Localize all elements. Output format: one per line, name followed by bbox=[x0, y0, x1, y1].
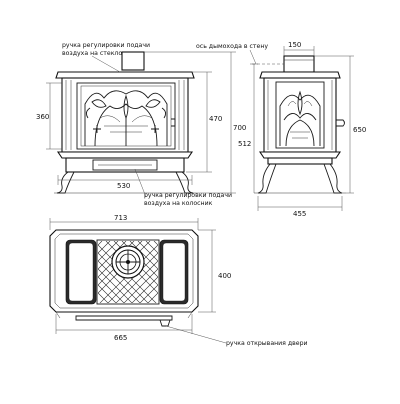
dim-400: 400 bbox=[218, 272, 231, 280]
front-flue-collar bbox=[121, 51, 145, 71]
top-flue-ring bbox=[111, 245, 145, 279]
dim-713: 713 bbox=[114, 214, 127, 222]
dim-650: 650 bbox=[353, 126, 366, 134]
dim-530: 530 bbox=[117, 182, 130, 190]
front-door-latch bbox=[171, 118, 176, 127]
dim-470: 470 bbox=[209, 115, 222, 123]
side-ornament bbox=[279, 90, 321, 147]
top-door-handle bbox=[159, 319, 171, 327]
dim-700: 700 bbox=[233, 124, 246, 132]
front-view bbox=[54, 51, 196, 194]
front-door-frame bbox=[76, 82, 176, 150]
front-ashpan-door bbox=[92, 159, 158, 171]
dim-455: 455 bbox=[293, 210, 306, 218]
front-glass-ornament bbox=[84, 90, 168, 147]
top-view bbox=[49, 229, 199, 327]
label-grate-air-2: воздуха на колосник bbox=[144, 200, 213, 207]
label-door-handle: ручка открывания двери bbox=[226, 340, 308, 347]
dim-150: 150 bbox=[288, 41, 301, 49]
label-flue-axis: ось дымохода в стену bbox=[196, 43, 268, 50]
front-dimensions: 360 470 700 530 bbox=[36, 51, 246, 198]
side-flue-collar bbox=[283, 55, 315, 73]
side-view bbox=[254, 55, 346, 194]
label-grate-air-1: ручка регулировки подачи bbox=[144, 192, 232, 199]
front-top-plate bbox=[55, 71, 195, 79]
dim-665: 665 bbox=[114, 334, 127, 342]
top-front-rail bbox=[75, 315, 173, 321]
side-panel bbox=[275, 81, 325, 149]
label-glass-air-1: ручка регулировки подачи bbox=[62, 42, 150, 49]
top-dimensions: 713 400 665 bbox=[49, 214, 231, 344]
side-dimensions: 150 512 650 455 bbox=[238, 41, 366, 218]
dim-360: 360 bbox=[36, 113, 49, 121]
dim-512: 512 bbox=[238, 140, 251, 148]
side-handle bbox=[336, 119, 345, 127]
label-glass-air-2: воздуха на стекло bbox=[62, 50, 122, 57]
